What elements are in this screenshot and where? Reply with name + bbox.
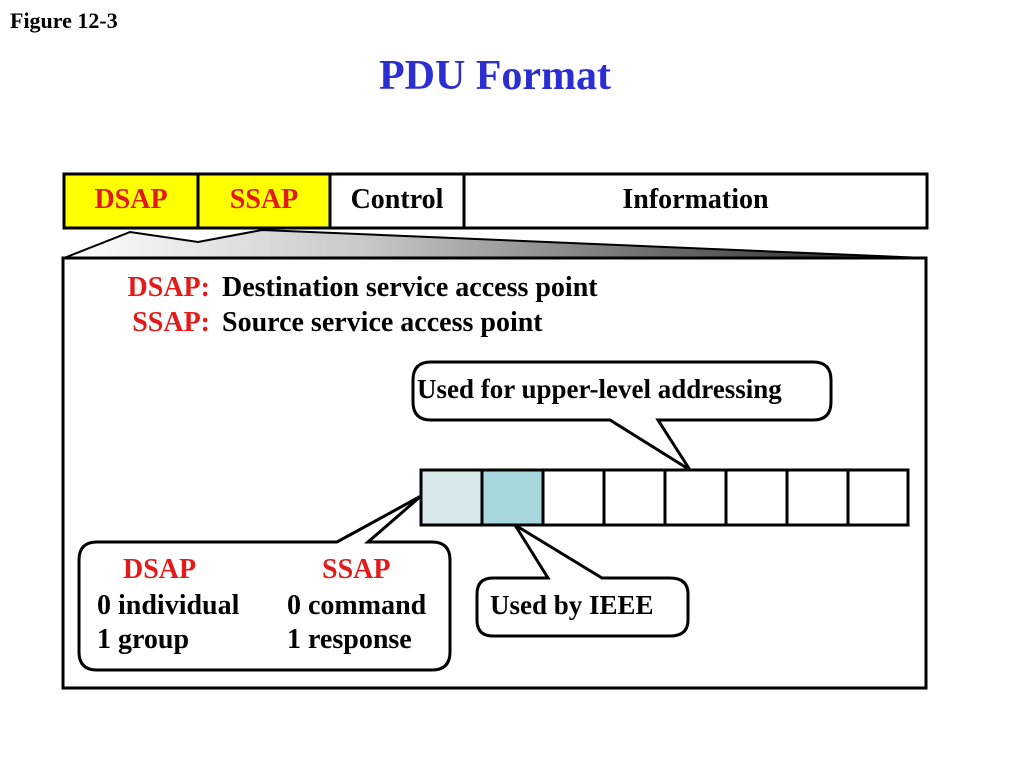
bits-dsap-value-1: 1 group xyxy=(97,624,190,655)
bit-row xyxy=(419,468,910,527)
definition-dsap-term: DSAP: xyxy=(127,272,210,303)
definition-dsap-text: Destination service access point xyxy=(222,272,598,303)
field-dsap-box xyxy=(62,172,200,230)
definition-ssap-term: SSAP: xyxy=(132,307,210,338)
bits-ssap-value-1: 1 response xyxy=(287,624,412,655)
callout-ieee-text: Used by IEEE xyxy=(490,590,654,620)
callout-upper-bubble xyxy=(411,360,833,472)
field-dsap-label: DSAP xyxy=(94,184,168,215)
field-information-label: Information xyxy=(622,184,769,215)
field-control-label: Control xyxy=(350,184,444,215)
figure-label: Figure 12-3 xyxy=(10,8,118,33)
bits-dsap-heading: DSAP xyxy=(123,554,197,585)
callout-ieee-bubble xyxy=(475,523,690,638)
bits-dsap-value-0: 0 individual xyxy=(97,590,240,621)
callout-bits-bubble xyxy=(77,494,452,672)
bits-ssap-value-0: 0 command xyxy=(287,590,427,621)
field-information-box xyxy=(462,172,929,230)
page-title: PDU Format xyxy=(378,53,612,99)
expansion-wedge xyxy=(63,228,927,259)
definition-ssap-text: Source service access point xyxy=(222,307,543,338)
callout-upper-text: Used for upper-level addressing xyxy=(417,374,782,404)
field-ssap-label: SSAP xyxy=(229,184,299,215)
bits-ssap-heading: SSAP xyxy=(322,554,391,585)
